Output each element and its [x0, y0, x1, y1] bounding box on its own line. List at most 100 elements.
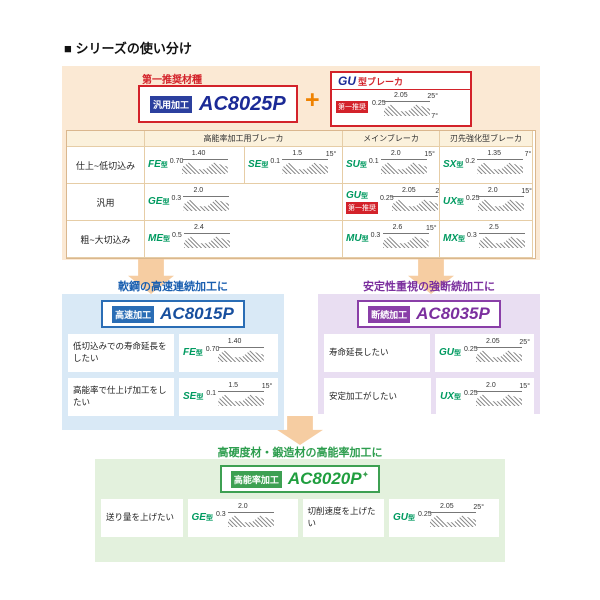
breaker-type-suffix: 型: [408, 515, 415, 522]
table-cell-se: SE型 1.5 0.1 15°: [245, 147, 343, 184]
dim-depth: 0.1: [206, 390, 217, 397]
dim-width: 2.5: [489, 224, 499, 231]
use-case-text: 切削速度を上げたい: [302, 499, 384, 537]
use-case-row: 寿命延長したい GU型 2.05 0.25 25°: [324, 334, 534, 372]
dim-depth: 0.25: [372, 100, 386, 107]
insert-cross-section: [183, 199, 230, 211]
use-case-row: 高能率で仕上げ加工をしたい SE型 1.5 0.1 15°: [68, 378, 278, 416]
breaker-option: FE型 1.40 0.70: [179, 334, 278, 372]
insert-profile-diagram: 1.40 0.70: [205, 338, 272, 367]
gu-breaker-box: GU 型ブレーカ 第一推奨 2.05 0.25 25° 7°: [330, 71, 472, 127]
breaker-type-code: GU: [439, 347, 454, 358]
dim-depth: 0.1: [368, 158, 379, 165]
gu-breaker-body: 第一推奨 2.05 0.25 25° 7°: [332, 90, 470, 125]
breaker-type-suffix: 型: [196, 394, 204, 401]
dim-depth: 0.3: [171, 195, 182, 202]
breaker-type-label: SX型: [443, 160, 463, 170]
breaker-type-suffix: 型: [458, 236, 465, 243]
dimension-line: [380, 159, 427, 160]
table-cell-mu: MU型 2.6 0.3 15°: [343, 221, 440, 258]
panel-ac8015p: 高速加工 AC8015P 低切込みでの寿命延長をしたい FE型 1.40 0.7…: [62, 294, 284, 430]
dimension-line: [477, 159, 524, 160]
dimension-line: [476, 347, 522, 348]
table-header-high-efficiency: 高能率加工用ブレーカ: [145, 131, 343, 147]
breaker-type-suffix: 型: [205, 515, 213, 522]
dim-angle2: 7°: [431, 113, 438, 120]
breaker-type-label: UX型: [443, 197, 464, 207]
table-cell-su: SU型 2.0 0.1 15°: [343, 147, 440, 184]
insert-cross-section: [392, 199, 438, 211]
breaker-type-suffix: 型: [361, 192, 368, 200]
dim-width: 1.40: [191, 150, 206, 157]
dimension-line: [218, 391, 265, 392]
table-cell-ge: GE型 2.0 0.3: [145, 184, 343, 221]
grade-tag: 高速加工: [112, 305, 155, 323]
breaker-type-suffix: 型: [195, 350, 203, 357]
insert-profile-diagram: 2.05 0.25 25° 7°: [372, 92, 438, 121]
dim-width: 1.5: [292, 150, 303, 157]
insert-cross-section: [282, 162, 329, 174]
use-case-row: 低切込みでの寿命延長をしたい FE型 1.40 0.70: [68, 334, 278, 372]
insert-cross-section: [476, 350, 522, 362]
insert-profile-diagram: 1.5 0.1 15°: [270, 150, 336, 179]
use-case-text: 送り量を上げたい: [101, 499, 183, 537]
dim-width: 1.5: [228, 382, 239, 389]
breaker-option: SE型 1.5 0.1 15°: [179, 378, 278, 416]
dim-width: 2.05: [486, 338, 500, 345]
breaker-option: GU型 2.05 0.25 25°: [435, 334, 534, 372]
breaker-type-suffix: 型ブレーカ: [358, 77, 404, 87]
table-cell-sx: SX型 1.35 0.2 7°: [440, 147, 533, 184]
dimension-line: [217, 347, 264, 348]
breaker-type-suffix: 型: [261, 162, 269, 169]
dimension-line: [477, 196, 524, 197]
dimension-line: [430, 512, 476, 513]
sparkle-icon: ✦: [361, 469, 370, 480]
insert-profile-diagram: 2.0 0.25 15°: [464, 382, 530, 411]
panel-ac8035p: 断続加工 AC8035P 寿命延長したい GU型 2.05 0.25 25° 安…: [318, 294, 540, 416]
breaker-type-code: SU: [346, 159, 360, 170]
breaker-type-code: GU: [346, 189, 361, 201]
first-recommend-badge: 第一推奨: [346, 201, 378, 214]
dim-width: 2.4: [194, 224, 204, 231]
plus-sign: +: [305, 86, 320, 114]
insert-profile-diagram: 1.40 0.70: [170, 150, 236, 179]
gu-breaker-header: GU 型ブレーカ: [332, 73, 470, 90]
breaker-type-code: MX: [443, 233, 458, 244]
dimension-line: [227, 512, 274, 513]
bottom-panel-header: 高硬度材・鍛造材の高能率加工に: [217, 447, 383, 459]
dimension-line: [184, 233, 230, 234]
insert-profile-diagram: 2.0 0.25 15°: [466, 187, 532, 216]
page-title: ■ シリーズの使い分け: [64, 41, 192, 56]
insert-profile-diagram: 2.4 0.5: [172, 224, 238, 253]
insert-profile-diagram: 2.5 0.3: [467, 224, 532, 253]
breaker-type-label: GE型: [148, 197, 169, 207]
dim-angle1: 15°: [519, 383, 530, 390]
insert-profile-diagram: 2.05 0.25 25° 7°: [380, 187, 439, 216]
insert-cross-section: [384, 104, 430, 116]
insert-cross-section: [184, 236, 230, 248]
insert-profile-diagram: 1.5 0.1 15°: [206, 382, 272, 411]
dim-width: 2.0: [486, 382, 496, 389]
grade-tag: 汎用加工: [150, 95, 193, 113]
breaker-type-suffix: 型: [361, 236, 369, 243]
breaker-type-code: GE: [191, 512, 206, 523]
first-recommend-label: 第一推奨材種: [142, 75, 202, 86]
dim-angle1: 25°: [519, 339, 530, 346]
breaker-type-label: MX型: [443, 234, 465, 244]
dim-angle1: 15°: [425, 225, 437, 232]
breaker-option: UX型 2.0 0.25 15°: [436, 378, 534, 416]
grade-name: AC8025P: [199, 92, 286, 115]
insert-profile-diagram: 2.05 0.25 25°: [464, 338, 530, 367]
dim-depth: 0.70: [205, 346, 220, 353]
dim-depth: 0.3: [215, 511, 226, 518]
table-cell-mx: MX型 2.5 0.3: [440, 221, 533, 258]
dim-angle1: 15°: [521, 188, 532, 195]
grade-strip: 高速加工 AC8015P: [101, 300, 245, 328]
row-label-general: 汎用: [67, 184, 145, 221]
grade-name: AC8035P: [416, 304, 490, 323]
first-recommend-badge: 第一推奨: [336, 101, 368, 113]
breaker-type-label: UX型: [440, 392, 461, 402]
insert-cross-section: [380, 162, 427, 174]
insert-profile-diagram: 2.0 0.3: [171, 187, 237, 216]
dimension-line: [479, 233, 525, 234]
